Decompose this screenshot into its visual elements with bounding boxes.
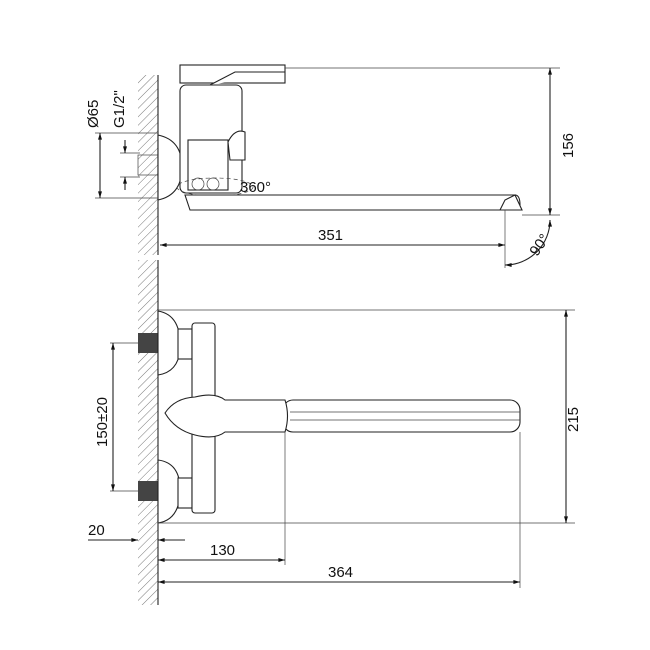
front-view: 215 150±20 20 130 364 (88, 260, 582, 605)
height-label: 156 (560, 133, 577, 158)
wall-offset-label: 20 (88, 522, 105, 539)
angle-arc (504, 219, 552, 267)
spout-front (282, 399, 521, 433)
inlet-thread-upper (138, 333, 158, 353)
nut-top (187, 139, 229, 191)
flange-lower (157, 459, 181, 524)
spout-tip (499, 194, 523, 211)
flange-top (157, 134, 183, 201)
total-length-label: 364 (328, 564, 353, 581)
rotation-ellipse (176, 177, 254, 197)
wall-hatch-front (138, 260, 158, 605)
rotation-label: 360° (240, 179, 271, 196)
nut-upper (177, 328, 193, 360)
flange-upper (157, 310, 181, 376)
handle-edge (209, 71, 285, 86)
spout-top (184, 194, 521, 211)
front-height-label: 215 (565, 407, 582, 432)
center-distance-label: 150±20 (94, 397, 111, 447)
body-depth-label: 130 (210, 542, 235, 559)
top-view: 360° Ø65 G1/2" 351 156 90° (85, 64, 577, 268)
diameter-label: Ø65 (85, 100, 102, 128)
lever-handle (164, 394, 289, 438)
nut-lower (177, 477, 193, 509)
diverter-knob (227, 130, 246, 161)
inlet-thread-lower (138, 481, 158, 501)
thread-label: G1/2" (111, 90, 128, 128)
angle-label: 90° (526, 231, 553, 259)
spout-length-label: 351 (318, 227, 343, 244)
wall-hatch-top (138, 75, 158, 255)
